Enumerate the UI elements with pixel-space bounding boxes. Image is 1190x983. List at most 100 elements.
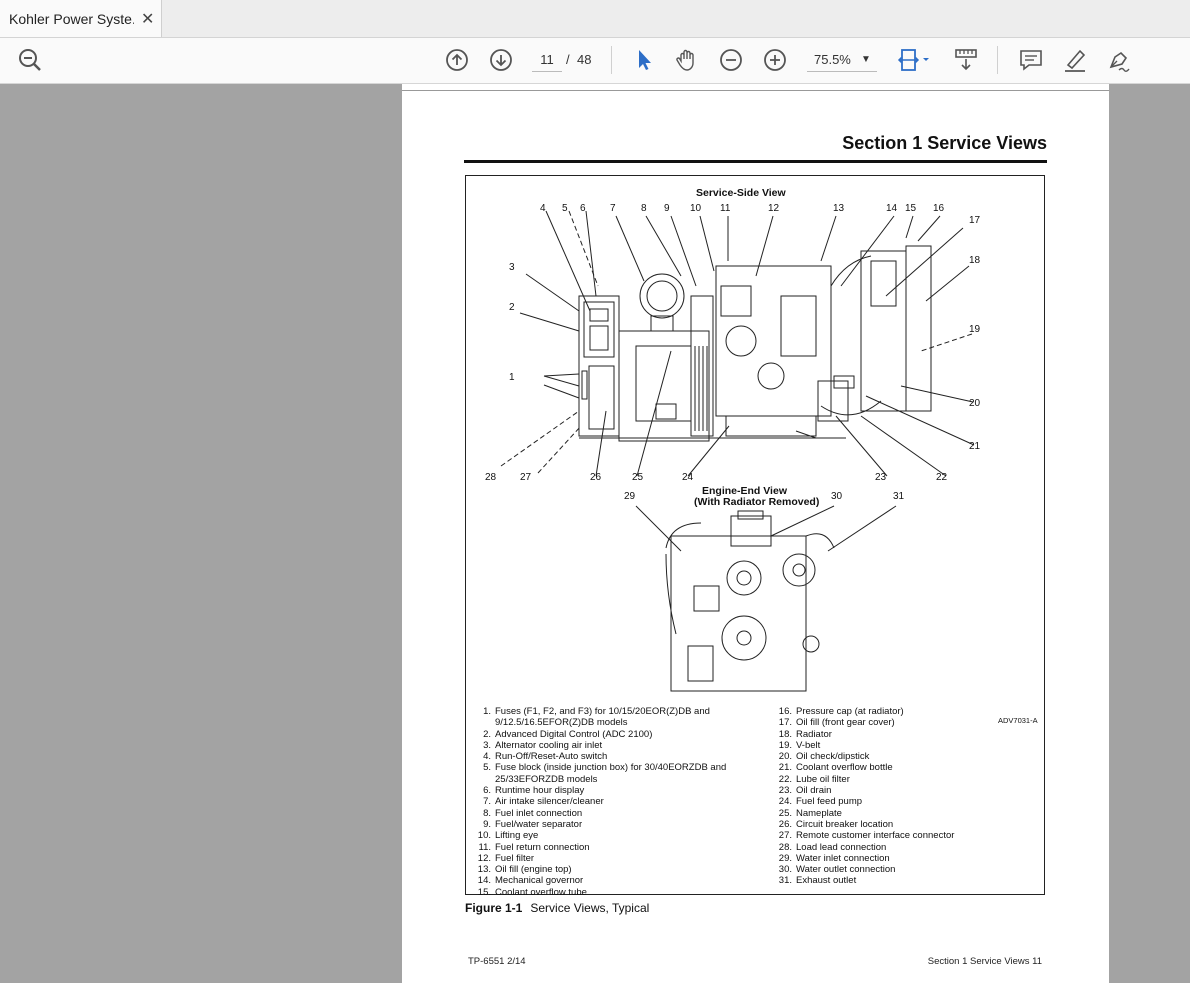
toolbar-divider [611, 46, 612, 74]
page-down-icon[interactable] [488, 47, 514, 73]
zoom-out-icon[interactable] [718, 47, 744, 73]
callout-12: 12 [768, 203, 780, 214]
section-rule [464, 160, 1047, 163]
callout-17: 17 [969, 215, 981, 226]
callout-14: 14 [886, 203, 898, 214]
page-up-icon[interactable] [444, 47, 470, 73]
legend-item: 4.Run-Off/Reset-Auto switch [483, 751, 608, 763]
callout-13: 13 [833, 203, 845, 214]
service-views-drawing [500, 210, 975, 692]
tab-bar: Kohler Power Syste... ✕ [0, 0, 1190, 38]
callout-10: 10 [690, 203, 702, 214]
callout-25: 25 [632, 472, 644, 483]
legend-item: 29.Water inlet connection [778, 852, 890, 864]
legend-item: 6.Runtime hour display [483, 785, 585, 797]
legend-item: 24.Fuel feed pump [778, 796, 863, 808]
figure-caption: Figure 1-1 Service Views, Typical [465, 901, 649, 915]
section-title: Section 1 Service Views [842, 133, 1047, 153]
close-icon[interactable]: ✕ [141, 11, 155, 28]
callout-9: 9 [664, 203, 670, 214]
highlight-pen-icon[interactable] [1062, 47, 1088, 73]
callout-31: 31 [893, 491, 905, 502]
page-edge [402, 90, 1109, 91]
engine-end-view-subtitle: (With Radiator Removed) [694, 496, 820, 508]
toolbar: 11 / 48 75.5% ▼ [0, 38, 1190, 84]
callout-20: 20 [969, 398, 981, 409]
callout-29: 29 [624, 491, 636, 502]
legend-left: 1.Fuses (F1, F2, and F3) for 10/15/20EOR… [473, 706, 727, 898]
callout-8: 8 [641, 203, 647, 214]
callout-2: 2 [509, 302, 515, 313]
legend-item: 1.Fuses (F1, F2, and F3) for 10/15/20EOR… [483, 706, 710, 717]
callout-15: 15 [905, 203, 917, 214]
callout-23: 23 [875, 472, 887, 483]
zoom-level-dropdown[interactable]: 75.5% ▼ [807, 49, 877, 72]
callout-6: 6 [580, 203, 586, 214]
footer-right: Section 1 Service Views 11 [927, 956, 1042, 967]
comment-icon[interactable] [1018, 47, 1044, 73]
drawing-id: ADV7031-A [998, 716, 1038, 725]
select-pointer-icon[interactable] [631, 47, 657, 73]
callout-3: 3 [509, 262, 515, 273]
page-number-input[interactable]: 11 [532, 49, 562, 72]
legend-item: 30.Water outlet connection [778, 864, 896, 876]
figure-box: Service-Side View [465, 175, 1045, 898]
callout-5: 5 [562, 203, 568, 214]
callout-22: 22 [936, 472, 948, 483]
callout-30: 30 [831, 491, 843, 502]
page-separator: / [566, 52, 570, 67]
zoom-search-icon[interactable] [17, 47, 43, 73]
legend-item: 16.Pressure cap (at radiator) [778, 706, 904, 717]
callout-24: 24 [682, 472, 694, 483]
zoom-level-value: 75.5% [814, 52, 851, 67]
legend-item: 28.Load lead connection [778, 841, 887, 853]
legend-item: 12.Fuel filter [477, 852, 535, 864]
legend-item: 25.Nameplate [778, 807, 842, 819]
legend-item: 11.Fuel return connection [478, 841, 590, 853]
figure-title: Service Views, Typical [530, 901, 650, 915]
fit-page-icon[interactable] [896, 47, 932, 73]
legend-item: 9/12.5/16.5EFOR(Z)DB models [495, 717, 628, 729]
legend-item: 19.V-belt [778, 739, 821, 751]
legend-item: 20.Oil check/dipstick [778, 751, 870, 763]
hand-pan-icon[interactable] [674, 47, 700, 73]
zoom-in-icon[interactable] [762, 47, 788, 73]
legend-item: 23.Oil drain [778, 785, 832, 797]
legend-item: 14.Mechanical governor [477, 875, 584, 887]
figure-label: Figure 1-1 [465, 901, 523, 915]
legend-item: 7.Air intake silencer/cleaner [483, 796, 604, 808]
legend-item: 9.Fuel/water separator [483, 818, 583, 830]
callout-21: 21 [969, 441, 981, 452]
document-tab[interactable]: Kohler Power Syste... ✕ [0, 0, 162, 37]
legend-item: 17.Oil fill (front gear cover) [778, 717, 895, 729]
legend-item: 5.Fuse block (inside junction box) for 3… [483, 762, 727, 774]
legend-item: 31.Exhaust outlet [778, 875, 857, 887]
legend-item: 18.Radiator [778, 728, 832, 740]
callout-1: 1 [509, 372, 515, 383]
chevron-down-icon: ▼ [861, 54, 871, 65]
callout-16: 16 [933, 203, 945, 214]
callout-19: 19 [969, 324, 981, 335]
callout-18: 18 [969, 255, 981, 266]
legend-item: 15.Coolant overflow tube [477, 886, 587, 898]
tab-title: Kohler Power Syste... [9, 11, 134, 27]
engine-end-view-title: Engine-End View [702, 485, 787, 497]
service-side-view-title: Service-Side View [696, 187, 786, 199]
document-page [402, 84, 1109, 983]
legend-item: 3.Alternator cooling air inlet [483, 739, 603, 751]
sign-pen-icon[interactable] [1106, 47, 1132, 73]
callout-27: 27 [520, 472, 532, 483]
legend-right: 16.Pressure cap (at radiator) 17.Oil fil… [774, 706, 955, 887]
legend-item: 8.Fuel inlet connection [483, 807, 583, 819]
toolbar-divider [997, 46, 998, 74]
callout-4: 4 [540, 203, 546, 214]
page-total: 48 [577, 52, 592, 67]
callout-11: 11 [720, 203, 731, 214]
legend-item: 26.Circuit breaker location [778, 818, 894, 830]
callout-7: 7 [610, 203, 616, 214]
legend-item: 2.Advanced Digital Control (ADC 2100) [483, 728, 653, 740]
callout-26: 26 [590, 472, 602, 483]
scroll-mode-icon[interactable] [953, 47, 979, 73]
legend-item: 25/33EFORZDB models [495, 773, 598, 785]
legend-item: 13.Oil fill (engine top) [477, 864, 572, 876]
